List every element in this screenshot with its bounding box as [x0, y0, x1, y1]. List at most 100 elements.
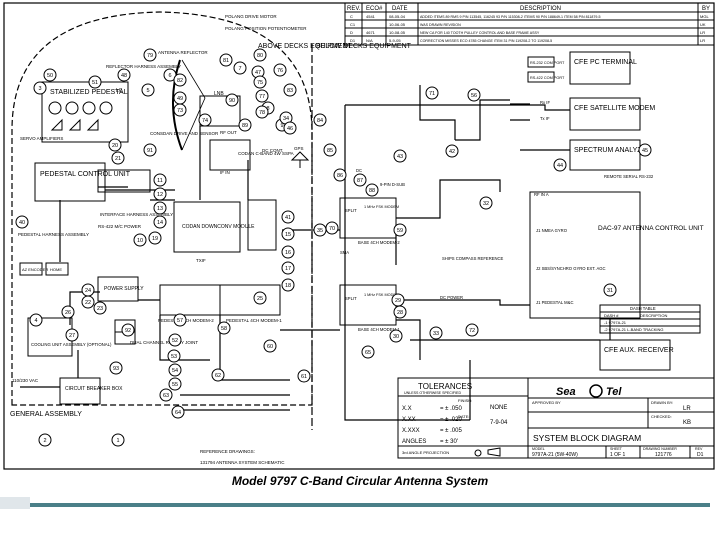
rev-value: D1 — [697, 452, 704, 458]
callout-balloon — [253, 291, 267, 305]
callout-number: 43 — [397, 154, 403, 160]
callout-balloon — [283, 121, 297, 135]
satellite-modem-box — [569, 97, 641, 131]
callout-number: 48 — [121, 73, 127, 79]
callout-balloon — [15, 215, 29, 229]
callout-number: 49 — [177, 96, 183, 102]
pcu-box — [34, 162, 106, 202]
callout-balloon — [273, 63, 287, 77]
seatel-logo-icon — [589, 384, 603, 398]
footer-accent — [0, 497, 30, 509]
callout-number: 18 — [285, 283, 291, 289]
drawn-label: DRAWN BY: — [651, 400, 673, 405]
callout-number: 79 — [147, 53, 153, 59]
callout-number: 14 — [157, 220, 163, 226]
split-label-1: SPLIT — [345, 208, 357, 213]
callout-number: 5 — [146, 88, 149, 94]
callout-number: 55 — [172, 382, 178, 388]
callout-balloon — [211, 368, 225, 382]
rev-row-2-date: 10-06-05 — [389, 22, 406, 27]
rev-row-3-desc: NEW CA FOR 140 TOOTH PULLEY CONTROL AND … — [420, 31, 540, 35]
below-decks-label: BELOW DECKS EQUIPMENT — [316, 43, 412, 50]
callout-balloon — [88, 75, 102, 89]
callout-balloon — [281, 245, 295, 259]
callout-number: 53 — [171, 354, 177, 360]
pcu-label: PEDESTAL CONTROL UNIT — [40, 171, 131, 178]
aux-receiver-box — [599, 339, 671, 371]
rev-row-1-date: 08-05-04 — [389, 14, 406, 19]
callout-number: 23 — [97, 306, 103, 312]
callout-number: 78 — [259, 110, 265, 116]
callout-number: 9 — [280, 123, 283, 129]
rev-row-2-rev: C1 — [350, 22, 356, 27]
codan-4w-label: CODAN C-BAND 4W SSPA — [238, 151, 294, 156]
ifin-label: IF IN — [220, 170, 230, 175]
antenna-reflector — [172, 59, 183, 151]
cooling-label: COOLING UNIT ASSEMBLY (OPTIONAL) — [31, 342, 112, 347]
callout-balloon — [111, 433, 125, 447]
drawn-value: LR — [683, 406, 691, 412]
az-label: AZ ENCODER — [22, 267, 48, 272]
figure-caption: Model 9797 C-Band Circular Antenna Syste… — [231, 474, 489, 488]
date-value: 7-9-04 — [490, 420, 508, 426]
callout-balloon — [233, 61, 247, 75]
callout-balloon — [143, 48, 157, 62]
callout-balloon — [173, 73, 187, 87]
callout-number: 82 — [177, 78, 183, 84]
callout-number: 42 — [449, 149, 455, 155]
fsk-label-2: 1 MHz FSK MODEM — [364, 293, 399, 297]
pc-terminal-label: CFE PC TERMINAL — [574, 59, 637, 66]
callout-number: 45 — [642, 148, 648, 154]
callout-balloon — [281, 227, 295, 241]
callout-balloon — [253, 75, 267, 89]
callout-number: 26 — [65, 310, 71, 316]
callout-balloon — [393, 223, 407, 237]
callout-number: 15 — [285, 232, 291, 238]
callout-balloon — [253, 48, 267, 62]
callout-number: 4 — [34, 318, 37, 324]
power-supply-box — [97, 276, 139, 302]
rev-row-3-eco: 4671 — [366, 30, 376, 35]
odu-label: CODAN DOWNCONV MODULE — [182, 224, 255, 230]
finish-value: NONE — [490, 405, 507, 411]
split-label-2: SPLIT — [345, 296, 357, 301]
callout-balloon — [553, 158, 567, 172]
callout-balloon — [333, 168, 347, 182]
callout-number: 13 — [157, 206, 163, 212]
satellite-modem-label: CFE SATELLITE MODEM — [574, 105, 655, 112]
callout-number: 19 — [152, 236, 158, 242]
syncro-label: J2 SBS/SYNCHRO GYRO EXT. AGC — [536, 266, 606, 271]
rs422-label: RS-422 COM PORT — [530, 76, 565, 80]
rs232-label: RS-232 COM PORT — [530, 61, 565, 65]
home-box — [45, 262, 69, 276]
callout-balloon — [171, 405, 185, 419]
feed-struts — [181, 59, 206, 151]
sheet-label: SHEET — [610, 447, 623, 451]
rs422-box — [527, 71, 555, 83]
rev-row-4-eco: N/A — [366, 38, 373, 43]
polang-motor-label: POLANG DRIVE MOTOR — [225, 14, 277, 19]
callout-number: 58 — [221, 326, 227, 332]
callout-balloon — [255, 89, 269, 103]
dash-table: DASH TABLE DASH # DESCRIPTION -1 9797A-2… — [599, 304, 701, 334]
tolerance-block: TOLERANCES UNLESS OTHERWISE SPECIFIED X.… — [397, 377, 529, 459]
callout-balloon — [168, 363, 182, 377]
callout-number: 83 — [287, 88, 293, 94]
callout-number: 75 — [257, 80, 263, 86]
nmea-label: J1 NMEA GYRO — [536, 228, 568, 233]
rev-row-3-rev: D — [350, 30, 353, 35]
callout-number: 93 — [113, 366, 119, 372]
tolerance-row-3-key: X.XXX — [402, 428, 420, 434]
rs232-box — [527, 56, 555, 68]
callout-balloon — [173, 103, 187, 117]
tolerance-title: TOLERANCES — [418, 382, 472, 391]
callout-number: 90 — [229, 98, 235, 104]
callout-balloon — [325, 221, 339, 235]
callout-balloon — [61, 305, 75, 319]
ref-drawings-label: REFERENCE DRAWINGS: — [200, 449, 255, 454]
ships-compass-label: SHIPS COMPASS REFERENCE — [442, 256, 504, 261]
callout-balloon — [429, 326, 443, 340]
rev-header-rev: REV. — [347, 6, 361, 12]
callout-number: 76 — [277, 68, 283, 74]
rfin-label: RF IN A — [534, 192, 549, 197]
